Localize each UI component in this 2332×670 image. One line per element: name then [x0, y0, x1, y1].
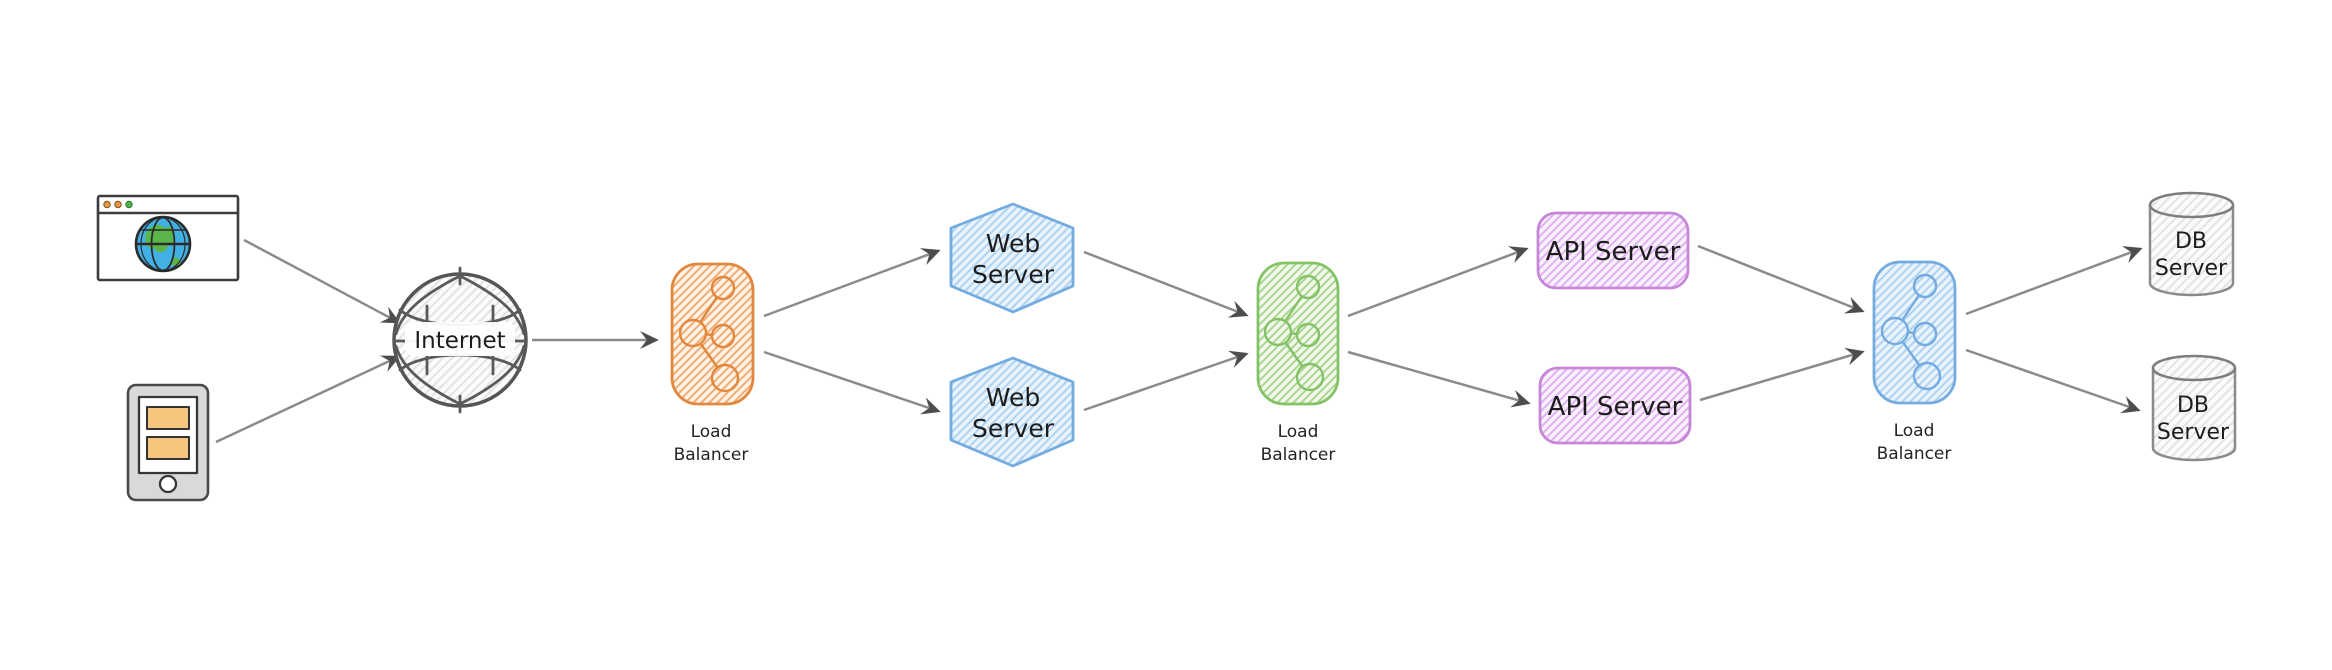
node-load-balancer-db[interactable]: Load Balancer — [1872, 260, 1957, 464]
api-server-box — [1538, 366, 1692, 445]
web-server-hexagon — [949, 356, 1075, 468]
phone-home-button — [158, 474, 178, 494]
db-server-label-line2: Server — [2155, 256, 2228, 281]
internet-label: Internet — [414, 328, 505, 354]
arrow-lb1-to-web2 — [763, 350, 941, 415]
node-internet[interactable]: Internet — [392, 266, 528, 414]
database-cylinder-top — [2148, 191, 2235, 219]
node-web-server-top[interactable]: Web Server — [949, 202, 1075, 314]
arrow-api1-to-lb3 — [1697, 244, 1865, 314]
edges — [215, 238, 2143, 444]
node-load-balancer-api[interactable]: Load Balancer — [1256, 261, 1340, 465]
node-api-server-top[interactable]: API Server — [1536, 211, 1690, 290]
phone-content-block — [146, 436, 190, 460]
db-server-label-line1: DB — [2177, 393, 2209, 418]
api-server-box — [1536, 211, 1690, 290]
window-control-dot — [114, 200, 122, 209]
globe-gridlines — [392, 266, 528, 414]
db-server-label-line2: Server — [2157, 420, 2230, 445]
arrow-mobile-to-internet — [215, 355, 401, 444]
web-server-label-line1: Web — [986, 229, 1041, 258]
load-balancer-caption-line1: Load — [691, 422, 732, 442]
window-control-dot — [103, 200, 111, 209]
internet-label-bg — [405, 322, 515, 356]
arrow-lb3-to-db1 — [1965, 246, 2143, 316]
share-network-icon — [1263, 274, 1325, 392]
arrow-lb3-to-db2 — [1965, 348, 2141, 414]
node-db-server-top[interactable]: DB Server — [2148, 191, 2235, 297]
load-balancer-caption-line2: Balancer — [1877, 444, 1952, 464]
node-web-server-bottom[interactable]: Web Server — [949, 356, 1075, 468]
api-server-label: API Server — [1546, 237, 1681, 267]
node-db-server-bottom[interactable]: DB Server — [2151, 354, 2237, 462]
load-balancer-caption-line2: Balancer — [674, 445, 749, 465]
database-cylinder-top — [2151, 354, 2237, 382]
api-server-label: API Server — [1548, 392, 1683, 422]
load-balancer-caption-line1: Load — [1894, 421, 1935, 441]
share-network-icon — [678, 275, 740, 393]
arrow-web2-to-lb2 — [1083, 350, 1249, 412]
arrow-api2-to-lb3 — [1699, 347, 1865, 402]
browser-globe-icon — [134, 215, 192, 273]
web-server-label-line2: Server — [972, 260, 1055, 289]
web-server-hexagon — [949, 202, 1075, 314]
web-server-label-line1: Web — [986, 383, 1041, 412]
node-client-browser[interactable] — [96, 194, 240, 282]
arrow-lb2-to-api1 — [1347, 246, 1529, 318]
arrow-web1-to-lb2 — [1083, 250, 1249, 318]
load-balancer-caption-line2: Balancer — [1261, 445, 1336, 465]
arrow-browser-to-internet — [243, 238, 401, 324]
node-load-balancer-web[interactable]: Load Balancer — [670, 262, 755, 465]
database-cylinder-icon — [2151, 366, 2237, 462]
web-server-label-line2: Server — [972, 414, 1055, 443]
window-control-dot — [125, 200, 133, 209]
arrow-lb1-to-web1 — [763, 248, 941, 318]
node-api-server-bottom[interactable]: API Server — [1538, 366, 1692, 445]
load-balancer-caption-line1: Load — [1278, 422, 1319, 442]
database-cylinder-icon — [2148, 203, 2235, 297]
share-network-icon — [1880, 273, 1942, 391]
db-server-label-line1: DB — [2175, 229, 2207, 254]
phone-content-block — [146, 406, 190, 430]
node-client-mobile[interactable] — [126, 383, 210, 502]
arrow-lb2-to-api2 — [1347, 350, 1531, 408]
